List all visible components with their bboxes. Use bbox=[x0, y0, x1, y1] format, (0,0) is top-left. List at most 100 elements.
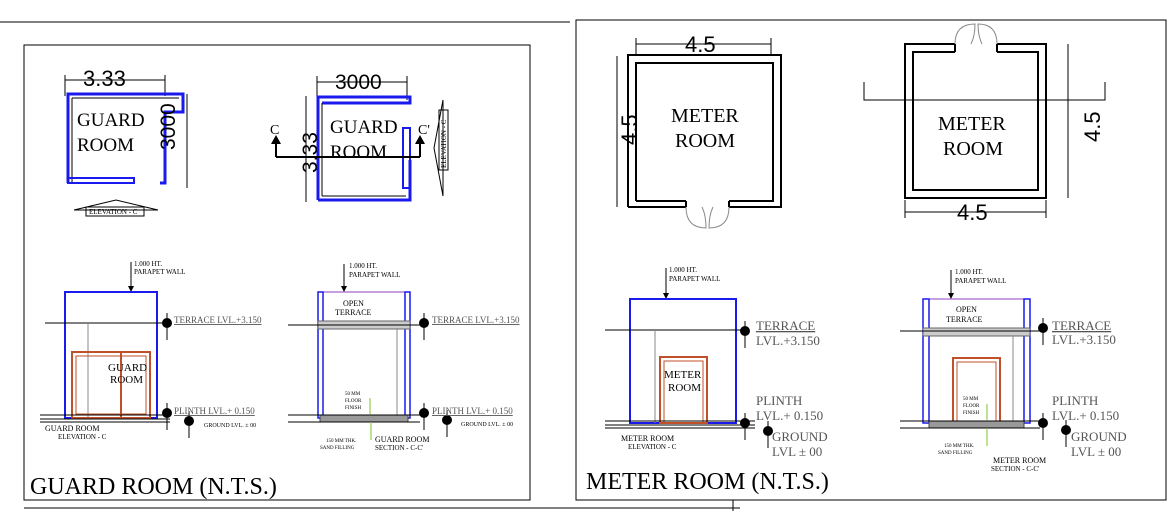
leader-arrow bbox=[663, 293, 669, 299]
elevation-tag-box bbox=[85, 206, 145, 217]
dim-top-text: 4.5 bbox=[685, 32, 716, 57]
plan-label: ROOM bbox=[675, 130, 735, 152]
section-arrowhead bbox=[271, 135, 281, 144]
plan-a-walls bbox=[66, 92, 185, 185]
section-caption: SECTION - C-C' bbox=[375, 444, 423, 452]
sand-note: SAND FILLING bbox=[320, 446, 355, 451]
meter-room-elevation: 1.000 HT. PARAPET WALL METER ROOM TERRAC… bbox=[605, 266, 828, 459]
terrace-label: LVL.+3.150 bbox=[756, 333, 820, 348]
plan-walls-door-left bbox=[628, 200, 686, 208]
elev-door bbox=[71, 351, 151, 419]
elevation-tag-box bbox=[438, 109, 449, 171]
terrace-label: TERRACE bbox=[756, 318, 815, 333]
guard-room-plan-a: 3.33 3000 GUARD ROOM ELEVATION - C bbox=[64, 66, 188, 217]
floor-note: 50 MM bbox=[963, 397, 979, 402]
sand-note: SAND FILLING bbox=[938, 451, 973, 456]
section-wall-right bbox=[404, 291, 411, 419]
plan-walls-outer bbox=[904, 43, 1047, 199]
plan-walls-inner bbox=[635, 62, 774, 202]
guard-room-section: 1.000 HT. PARAPET WALL OPEN TERRACE 50 M… bbox=[288, 262, 520, 452]
section-caption: GUARD ROOM bbox=[375, 435, 429, 444]
floor-note: FLOOR bbox=[345, 399, 362, 404]
elev-door-inner bbox=[663, 360, 704, 424]
parapet-note: 1.000 HT. bbox=[134, 260, 162, 268]
plinth-label: PLINTH bbox=[1052, 393, 1098, 408]
section-arrowhead bbox=[415, 135, 425, 144]
plan-b-walls bbox=[318, 160, 412, 202]
dim-left-text: 4.5 bbox=[617, 114, 642, 145]
door-label: GUARD bbox=[108, 362, 147, 374]
elevation-arrow bbox=[73, 199, 159, 211]
parapet-note: PARAPET WALL bbox=[955, 277, 1006, 285]
section-wall-left bbox=[317, 291, 324, 419]
elev-door-inner bbox=[75, 355, 147, 415]
guard-room-title: GUARD ROOM (N.T.S.) bbox=[30, 474, 277, 500]
roof-slab bbox=[922, 327, 1031, 337]
plinth-label: LVL.+ 0.150 bbox=[1052, 408, 1119, 423]
elev-caption: ELEVATION - C bbox=[58, 433, 107, 441]
parapet-note: 1.000 HT. bbox=[669, 266, 697, 274]
parapet-note: 1.000 HT. bbox=[955, 268, 983, 276]
elev-caption: ELEVATION - C bbox=[628, 443, 677, 451]
open-terrace-label: OPEN bbox=[956, 305, 977, 314]
meter-room-section: 1.000 HT. PARAPET WALL OPEN TERRACE 50 M… bbox=[900, 268, 1127, 473]
door-swing-left bbox=[954, 23, 976, 45]
elev-outline bbox=[64, 291, 158, 419]
parapet-note: PARAPET WALL bbox=[669, 275, 720, 283]
plan-b-label: GUARD bbox=[330, 117, 398, 138]
meter-room-plan-a: 4.5 4.5 METER ROOM bbox=[616, 32, 782, 229]
leader-arrow bbox=[948, 293, 954, 299]
elev-caption: GUARD ROOM bbox=[45, 424, 99, 433]
door-swing-right bbox=[977, 23, 998, 45]
plan-walls-outer bbox=[627, 54, 782, 208]
sand-note: 150 MM THK. bbox=[326, 439, 356, 444]
plinth-label: PLINTH LVL.+ 0.150 bbox=[432, 406, 513, 416]
plan-a-label: ROOM bbox=[77, 135, 134, 156]
section-caption: SECTION - C-C' bbox=[991, 465, 1039, 473]
terrace-label: LVL.+3.150 bbox=[1052, 332, 1116, 347]
open-terrace-label: TERRACE bbox=[335, 308, 372, 317]
guard-room-elevation: 1.000 HT. PARAPET WALL GUARD ROOM TERRAC… bbox=[40, 260, 262, 441]
dim-left-text: 3.33 bbox=[299, 132, 322, 173]
guard-room-panel bbox=[23, 44, 531, 501]
dim-bottom-text: 4.5 bbox=[957, 200, 988, 225]
terrace-label: TERRACE LVL.+3.150 bbox=[432, 315, 520, 325]
elev-caption: METER ROOM bbox=[621, 434, 674, 443]
plinth-label: PLINTH bbox=[756, 393, 802, 408]
ground-label: GROUND LVL. ± 00 bbox=[461, 422, 513, 428]
dim-top-text: 3000 bbox=[335, 71, 382, 94]
parapet-note: 1.000 HT. bbox=[349, 262, 377, 270]
meter-room-panel bbox=[575, 19, 1167, 501]
elevation-tag: ELEVATION - C bbox=[89, 208, 138, 216]
guard-room-plan-b: 3000 3.33 C C' GUARD ROOM ELEVATION - C bbox=[270, 71, 449, 202]
floor-slab bbox=[928, 420, 1025, 429]
terrace-label: TERRACE LVL.+3.150 bbox=[174, 315, 262, 325]
section-caption: METER ROOM bbox=[993, 456, 1046, 465]
dim-right-text: 4.5 bbox=[1080, 111, 1105, 142]
floor-note: 50 MM bbox=[345, 392, 361, 397]
plinth-label: LVL.+ 0.150 bbox=[756, 408, 823, 423]
terrace-label: TERRACE bbox=[1052, 318, 1111, 333]
plan-walls-inner bbox=[912, 51, 1039, 191]
leader-arrow bbox=[341, 286, 347, 292]
floor-note: FINISH bbox=[345, 406, 362, 411]
leader-arrow bbox=[128, 286, 134, 292]
section-wall-right bbox=[1023, 298, 1031, 424]
plan-label: METER bbox=[938, 113, 1006, 135]
elevation-tag: ELEVATION - C bbox=[440, 119, 448, 168]
meter-room-plan-b: 4.5 4.5 METER ROOM bbox=[863, 23, 1106, 225]
dim-right-text: 3000 bbox=[157, 103, 180, 150]
door-label: ROOM bbox=[668, 382, 701, 394]
door-swing-left bbox=[685, 206, 707, 229]
plan-label: METER bbox=[671, 105, 739, 127]
open-terrace-label: TERRACE bbox=[946, 315, 983, 324]
door-label: ROOM bbox=[110, 374, 143, 386]
plinth-label: PLINTH LVL.+ 0.150 bbox=[174, 406, 255, 416]
floor-note: FLOOR bbox=[963, 404, 980, 409]
ground-label: LVL ± 00 bbox=[772, 444, 822, 459]
plan-a-door-sill bbox=[67, 177, 135, 184]
plan-a-label: GUARD bbox=[77, 110, 145, 131]
cut-line bbox=[863, 82, 1106, 101]
ground-label: GROUND bbox=[772, 429, 828, 444]
